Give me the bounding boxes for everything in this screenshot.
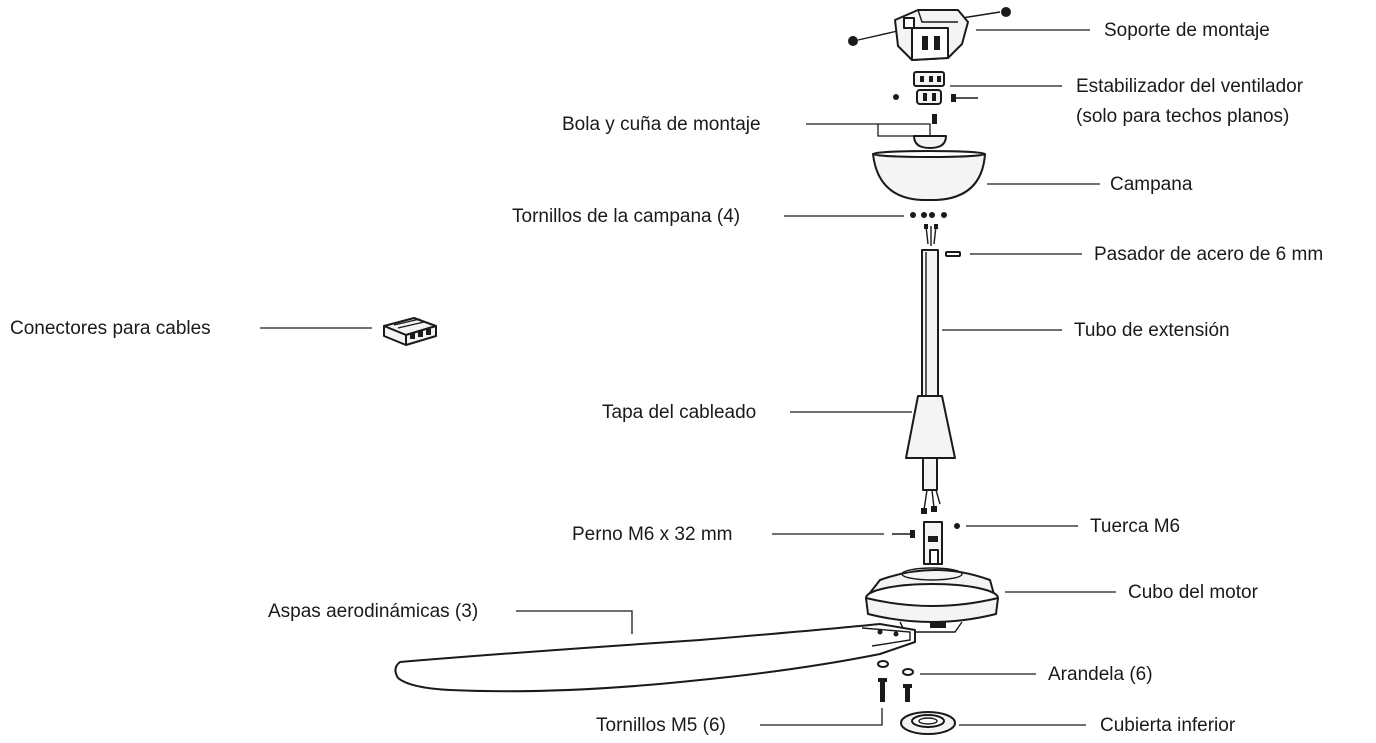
label-pasador: Pasador de acero de 6 mm <box>1094 244 1323 265</box>
top-wires-drawing <box>924 224 938 246</box>
label-estabilizador-2: (solo para techos planos) <box>1076 106 1289 127</box>
label-arandela: Arandela (6) <box>1048 664 1153 685</box>
label-bola: Bola y cuña de montaje <box>562 114 761 135</box>
label-soporte: Soporte de montaje <box>1104 20 1270 41</box>
label-cubo: Cubo del motor <box>1128 582 1259 603</box>
label-campana: Campana <box>1110 174 1193 195</box>
canopy-drawing <box>872 150 986 201</box>
label-tubo: Tubo de extensión <box>1074 320 1230 341</box>
label-aspas: Aspas aerodinámicas (3) <box>268 601 478 622</box>
m6-bolt-drawing <box>892 530 915 538</box>
downrod-drawing <box>921 249 939 399</box>
label-conectores: Conectores para cables <box>10 318 211 339</box>
label-tapa: Tapa del cableado <box>602 402 756 423</box>
leader-tornillos-m5 <box>760 708 883 726</box>
motor-coupler-drawing <box>923 521 943 565</box>
canopy-screws-drawing <box>910 212 947 218</box>
motor-housing-drawing <box>865 567 999 633</box>
wiring-cover-drawing <box>905 395 956 491</box>
lower-cover-drawing <box>900 711 956 735</box>
label-estabilizador-1: Estabilizador del ventilador <box>1076 76 1304 97</box>
label-cubierta: Cubierta inferior <box>1100 715 1236 736</box>
wire-connectors-drawing <box>383 317 437 346</box>
lower-wires-drawing <box>921 489 941 514</box>
leader-bola <box>806 123 931 137</box>
steel-pin-drawing <box>945 251 961 257</box>
washers-screws-drawing <box>877 660 914 702</box>
label-perno: Perno M6 x 32 mm <box>572 524 733 545</box>
fan-stabilizer-drawing <box>893 71 978 105</box>
label-tuerca: Tuerca M6 <box>1090 516 1180 537</box>
leader-aspas <box>516 610 633 634</box>
mounting-bracket-drawing <box>848 7 1011 61</box>
label-tornillos-campana: Tornillos de la campana (4) <box>512 206 740 227</box>
fan-blade-drawing <box>394 623 916 693</box>
label-tornillos-m5: Tornillos M5 (6) <box>596 715 726 736</box>
mounting-ball-drawing <box>913 114 947 149</box>
m6-nut-drawing <box>954 523 960 529</box>
